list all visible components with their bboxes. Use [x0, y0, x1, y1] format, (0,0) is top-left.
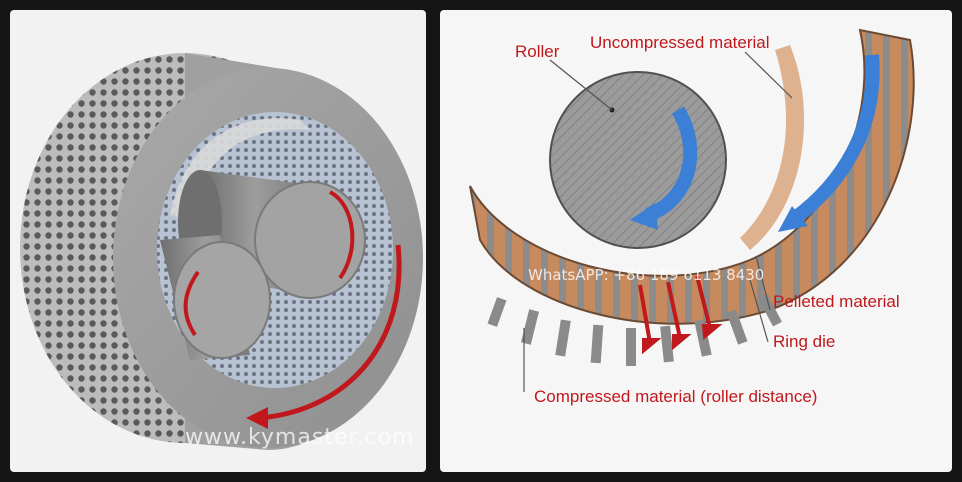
ring-die-3d-illustration: www.kymaster.com — [20, 53, 423, 450]
ring-die-rotation-arrow — [259, 244, 402, 421]
lower-roller-face — [173, 241, 271, 359]
material-flow-arrow — [790, 54, 880, 224]
extrusion-arrows — [638, 275, 723, 355]
uncompressed-material-layer — [740, 45, 805, 250]
label-ring-die: Ring die — [773, 332, 835, 351]
roller-rotation-arrow — [645, 106, 698, 222]
upper-roller-face — [254, 181, 366, 299]
pelleting-cross-section-panel: Roller Uncompressed material Pelleted ma… — [440, 10, 952, 472]
ring-die-3d-panel: www.kymaster.com — [10, 10, 426, 472]
right-watermark: WhatsAPP: +86 189 6113 8430 — [528, 266, 764, 284]
label-roller: Roller — [515, 42, 560, 61]
label-uncompressed-material: Uncompressed material — [590, 33, 770, 52]
label-leaders — [523, 51, 793, 392]
upper-roller-rotation-arrow — [328, 190, 355, 280]
left-watermark: www.kymaster.com — [185, 425, 414, 450]
lower-roller-rotation-arrow — [183, 270, 200, 337]
pelleting-cross-section-diagram: Roller Uncompressed material Pelleted ma… — [469, 28, 915, 406]
label-pelleted-material: Pelleted material — [773, 292, 900, 311]
label-compressed-material: Compressed material (roller distance) — [534, 387, 817, 406]
